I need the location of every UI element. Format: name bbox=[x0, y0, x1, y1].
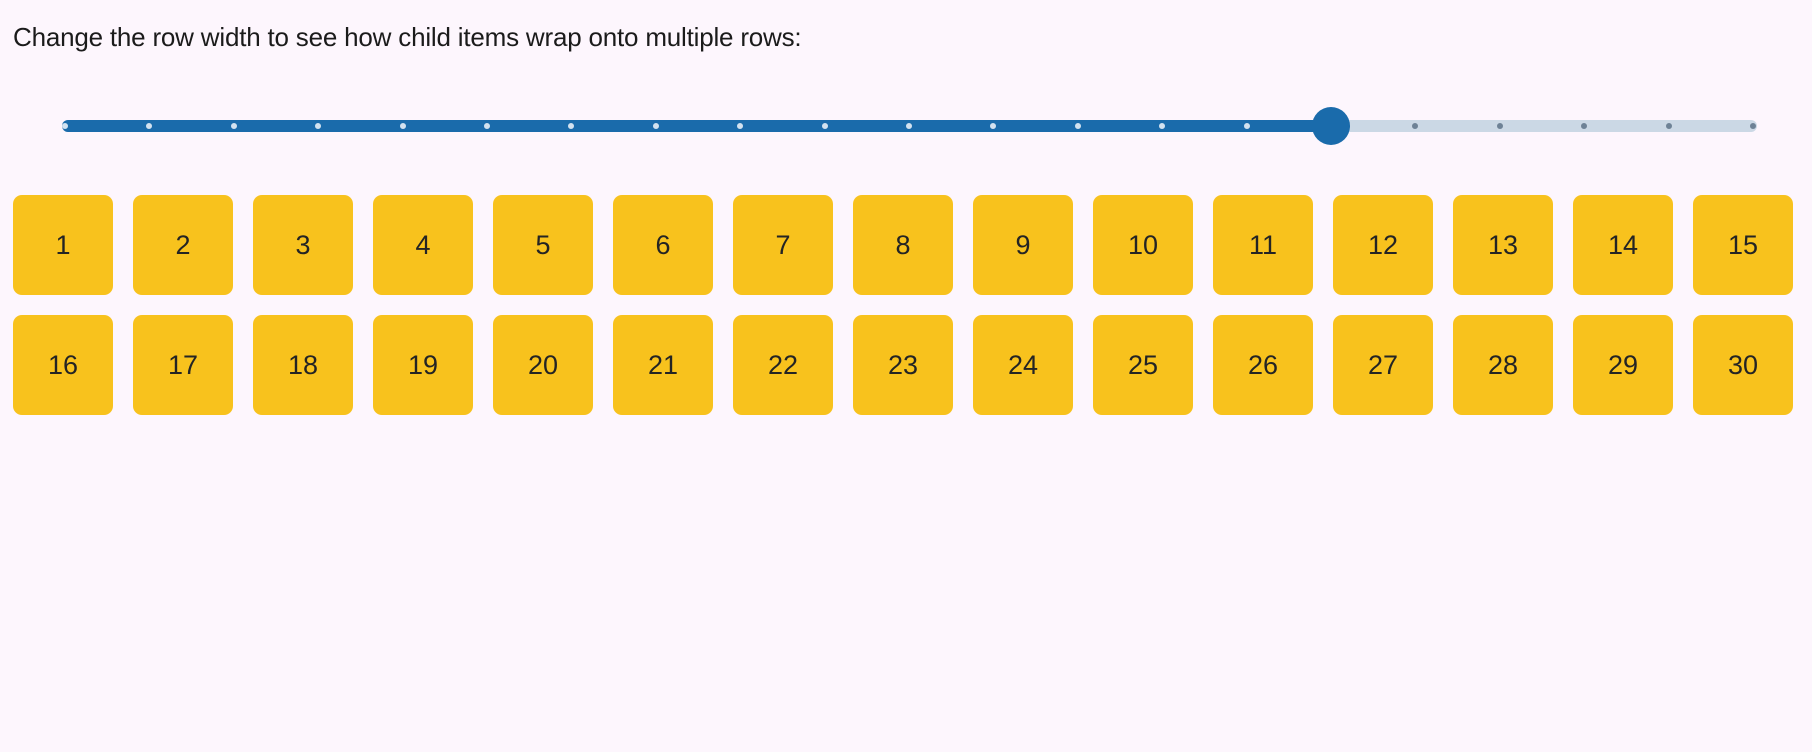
slider-tick bbox=[399, 123, 406, 129]
wrap-item: 22 bbox=[733, 315, 833, 415]
instruction-text: Change the row width to see how child it… bbox=[13, 22, 802, 52]
row-width-slider[interactable] bbox=[62, 106, 1757, 146]
wrap-item: 7 bbox=[733, 195, 833, 295]
wrap-item: 15 bbox=[1693, 195, 1793, 295]
slider-tick bbox=[652, 123, 659, 129]
slider-tick bbox=[737, 123, 744, 129]
slider-tick bbox=[1243, 123, 1250, 129]
slider-tick bbox=[568, 123, 575, 129]
wrap-item: 19 bbox=[373, 315, 473, 415]
slider-tick bbox=[821, 123, 828, 129]
slider-tick bbox=[1074, 123, 1081, 129]
slider-tick bbox=[906, 123, 912, 129]
wrap-item: 25 bbox=[1093, 315, 1193, 415]
wrap-item: 26 bbox=[1213, 315, 1313, 415]
slider-tick bbox=[1159, 123, 1166, 129]
wrap-item: 10 bbox=[1093, 195, 1193, 295]
wrap-item: 18 bbox=[253, 315, 353, 415]
wrap-item: 14 bbox=[1573, 195, 1673, 295]
wrap-item: 9 bbox=[973, 195, 1073, 295]
slider-tick bbox=[1665, 123, 1672, 129]
slider-tick bbox=[62, 123, 68, 129]
slider-tick bbox=[230, 123, 237, 129]
wrap-item: 1 bbox=[13, 195, 113, 295]
wrap-item: 27 bbox=[1333, 315, 1433, 415]
slider-tick bbox=[1581, 123, 1588, 129]
wrap-item: 5 bbox=[493, 195, 593, 295]
wrap-item: 12 bbox=[1333, 195, 1433, 295]
wrap-item: 24 bbox=[973, 315, 1073, 415]
slider-thumb[interactable] bbox=[1312, 107, 1350, 145]
slider-tick bbox=[484, 123, 490, 129]
wrap-item: 16 bbox=[13, 315, 113, 415]
slider-tick bbox=[990, 123, 997, 129]
wrap-item: 21 bbox=[613, 315, 713, 415]
wrap-item: 30 bbox=[1693, 315, 1793, 415]
wrap-item: 20 bbox=[493, 315, 593, 415]
wrap-item: 23 bbox=[853, 315, 953, 415]
slider-tick bbox=[315, 123, 322, 129]
wrap-item: 6 bbox=[613, 195, 713, 295]
slider-tick bbox=[1412, 123, 1419, 129]
slider-tick bbox=[1496, 123, 1503, 129]
slider-track-fill bbox=[62, 120, 1331, 132]
wrap-item: 29 bbox=[1573, 315, 1673, 415]
wrap-item: 28 bbox=[1453, 315, 1553, 415]
wrap-item: 4 bbox=[373, 195, 473, 295]
wrap-item: 8 bbox=[853, 195, 953, 295]
slider-tick bbox=[146, 123, 153, 129]
wrap-item: 13 bbox=[1453, 195, 1553, 295]
slider-tick bbox=[1750, 123, 1756, 129]
wrap-item: 2 bbox=[133, 195, 233, 295]
wrap-item: 3 bbox=[253, 195, 353, 295]
wrap-item: 17 bbox=[133, 315, 233, 415]
wrap-item: 11 bbox=[1213, 195, 1313, 295]
